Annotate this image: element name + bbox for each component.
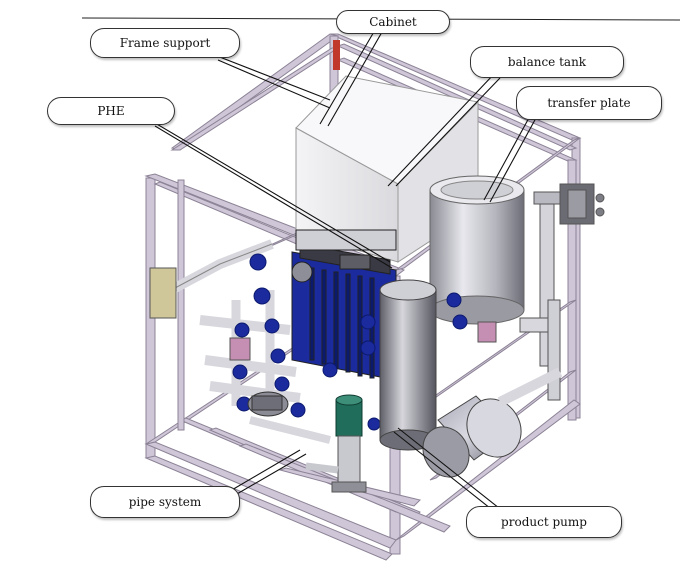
label-frame-support: Frame support (90, 28, 240, 58)
pipe-system-piping (172, 239, 331, 444)
pump-outlet-pipe (305, 462, 339, 474)
leader-lines (149, 29, 537, 517)
green-multistage-pump (331, 394, 367, 493)
small-heat-exchanger (149, 267, 177, 319)
label-phe: PHE (47, 97, 175, 125)
label-pipe-system: pipe system (90, 486, 240, 518)
transfer-plate-assembly (519, 183, 605, 401)
label-transfer-plate: transfer plate (516, 86, 662, 120)
pink-junction-box-right (477, 321, 497, 343)
hot-water-pump (247, 391, 289, 417)
label-balance-tank: balance tank (470, 46, 624, 78)
pink-junction-box-left (229, 337, 251, 361)
label-product-pump: product pump (466, 506, 622, 538)
red-indicator (333, 40, 340, 70)
label-cabinet: Cabinet (336, 10, 450, 34)
holding-column (379, 279, 437, 451)
balance-tank (429, 175, 525, 325)
